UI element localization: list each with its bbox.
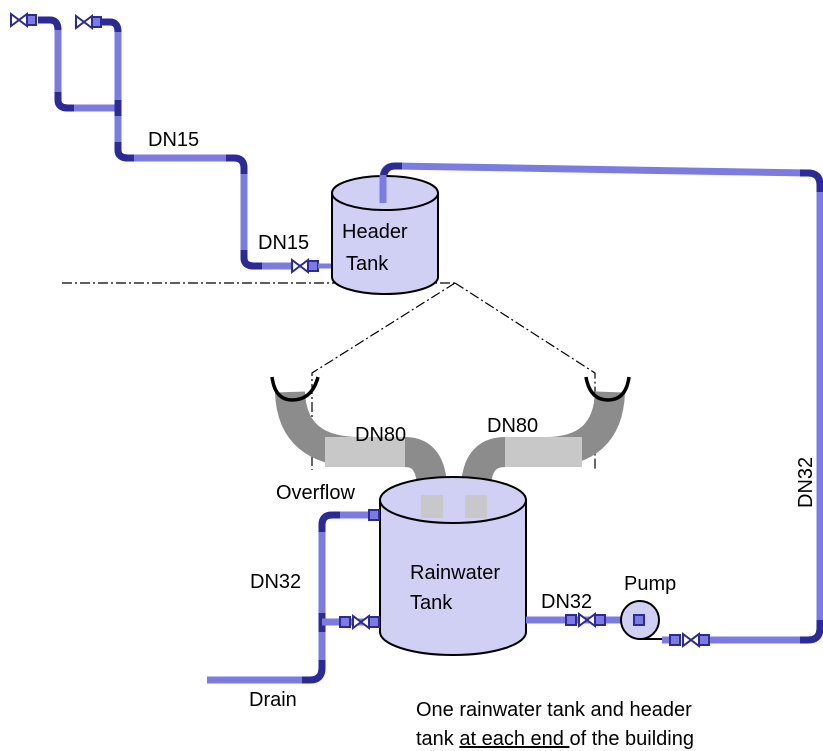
roof-right-slope — [454, 282, 596, 470]
label-dn32-right: DN32 — [795, 457, 817, 508]
label-dn32-bottom: DN32 — [541, 591, 592, 613]
label-dn80-left: DN80 — [355, 424, 406, 446]
suction-valve — [565, 612, 606, 628]
roof-left-slope — [311, 282, 456, 470]
header-tank-inlet-valve — [291, 258, 333, 274]
label-dn15-upper: DN15 — [148, 129, 199, 151]
dn15-supply-pipe — [38, 16, 292, 270]
pump-discharge-valve — [669, 632, 710, 648]
label-dn15-lower: DN15 — [258, 232, 309, 254]
label-overflow: Overflow — [276, 482, 355, 504]
label-rainwater-tank-2: Tank — [410, 592, 453, 614]
gutter-left — [270, 376, 320, 402]
label-dn32-left: DN32 — [250, 571, 301, 593]
label-dn80-right: DN80 — [487, 415, 538, 437]
label-pump: Pump — [624, 573, 676, 595]
label-rainwater-tank-1: Rainwater — [410, 562, 500, 584]
caption-line-2-end: of the building — [569, 728, 694, 750]
label-drain: Drain — [249, 689, 297, 711]
valve-top-left-2 — [75, 14, 102, 30]
gutter-right — [584, 376, 631, 402]
dn32-suction-pipe — [526, 612, 635, 628]
drain-valve — [339, 614, 380, 630]
valve-top-left-1 — [10, 12, 37, 28]
overflow-connector — [368, 509, 380, 521]
pump — [620, 600, 672, 644]
caption-underlined-phrase: at each end — [459, 728, 569, 750]
rainwater-tank — [379, 476, 527, 656]
caption-line-1: One rainwater tank and header — [416, 699, 692, 721]
pipe-branch-left — [38, 16, 118, 112]
overflow-drain-pipe — [207, 511, 378, 684]
caption-line-2-start: tank — [416, 728, 459, 750]
label-header-tank-2: Tank — [346, 253, 389, 275]
label-header-tank-1: Header — [342, 221, 408, 243]
header-tank — [331, 175, 439, 295]
caption-line-2: tank at each end of the building — [416, 728, 694, 750]
